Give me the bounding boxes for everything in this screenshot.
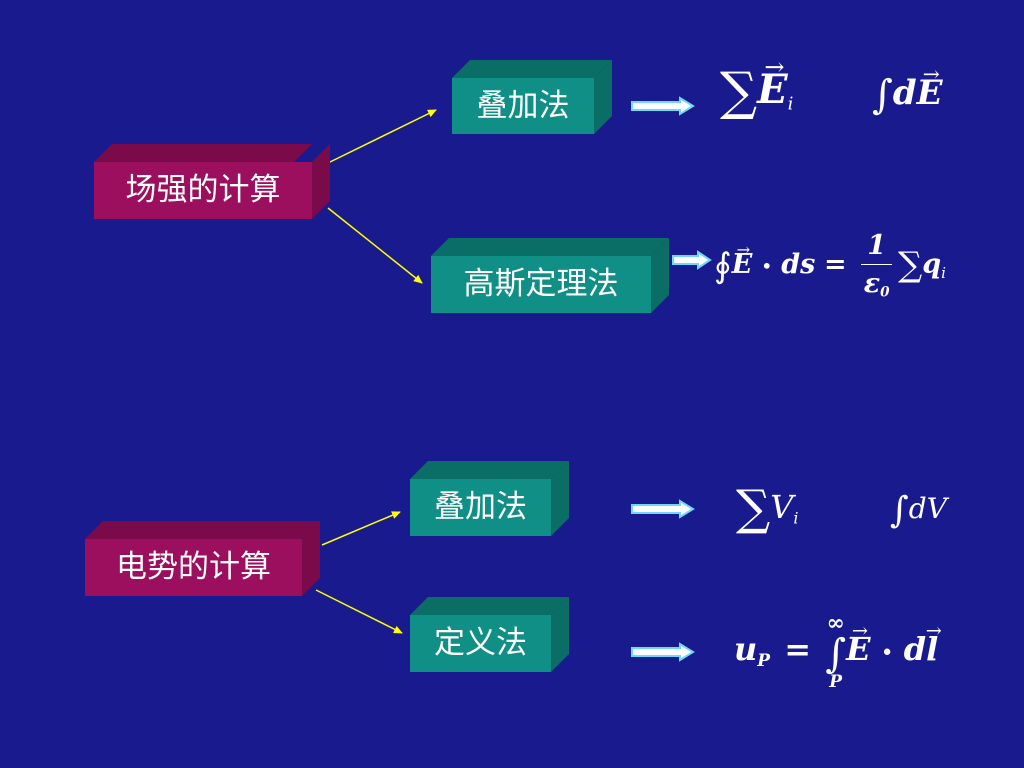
result-arrow-field-gauss [672, 250, 712, 270]
field-calc-box: 场强的计算 [94, 144, 330, 219]
potential-superposition-box[interactable]: 叠加法 [410, 461, 569, 536]
field-to-gauss-line [327, 207, 423, 284]
sum-symbol: ∑ [720, 62, 758, 122]
definition-method-box[interactable]: 定义法 [410, 597, 569, 672]
contour-integral-symbol: ∮ [714, 245, 732, 286]
potential-to-definition-line [315, 589, 403, 634]
potential-calc-box: 电势的计算 [85, 521, 320, 596]
potential-sum-formula: ∑Vi [736, 480, 799, 536]
definition-method-label: 定义法 [410, 615, 551, 672]
result-arrow-potential-superposition [631, 499, 695, 519]
result-arrow-field-superposition [631, 96, 695, 116]
potential-integral-formula: ∫dV [890, 490, 947, 531]
field-sum-formula: ∑Ei [720, 62, 793, 122]
potential-calc-label: 电势的计算 [85, 539, 302, 596]
integral-with-limits: ∞ ∫ P [825, 610, 847, 692]
gauss-law-label: 高斯定理法 [431, 256, 651, 313]
result-arrow-potential-definition [631, 642, 695, 662]
potential-superposition-label: 叠加法 [410, 479, 551, 536]
field-to-superposition-line [329, 109, 437, 163]
gauss-law-box[interactable]: 高斯定理法 [431, 238, 669, 313]
integral-symbol: ∫ [872, 72, 893, 118]
sum-symbol: ∑ [736, 480, 771, 536]
field-calc-label: 场强的计算 [94, 162, 312, 219]
potential-definition-formula: uP = ∞ ∫ P E • dl [734, 612, 938, 691]
gauss-law-formula: ∮E • ds = 1ε0∑qi [714, 230, 946, 301]
field-integral-formula: ∫dE [872, 72, 943, 118]
field-superposition-label: 叠加法 [452, 78, 594, 134]
field-superposition-box[interactable]: 叠加法 [452, 60, 612, 134]
sum-symbol: ∑ [898, 244, 923, 285]
potential-to-superposition-line [321, 511, 401, 546]
integral-symbol: ∫ [890, 490, 909, 531]
